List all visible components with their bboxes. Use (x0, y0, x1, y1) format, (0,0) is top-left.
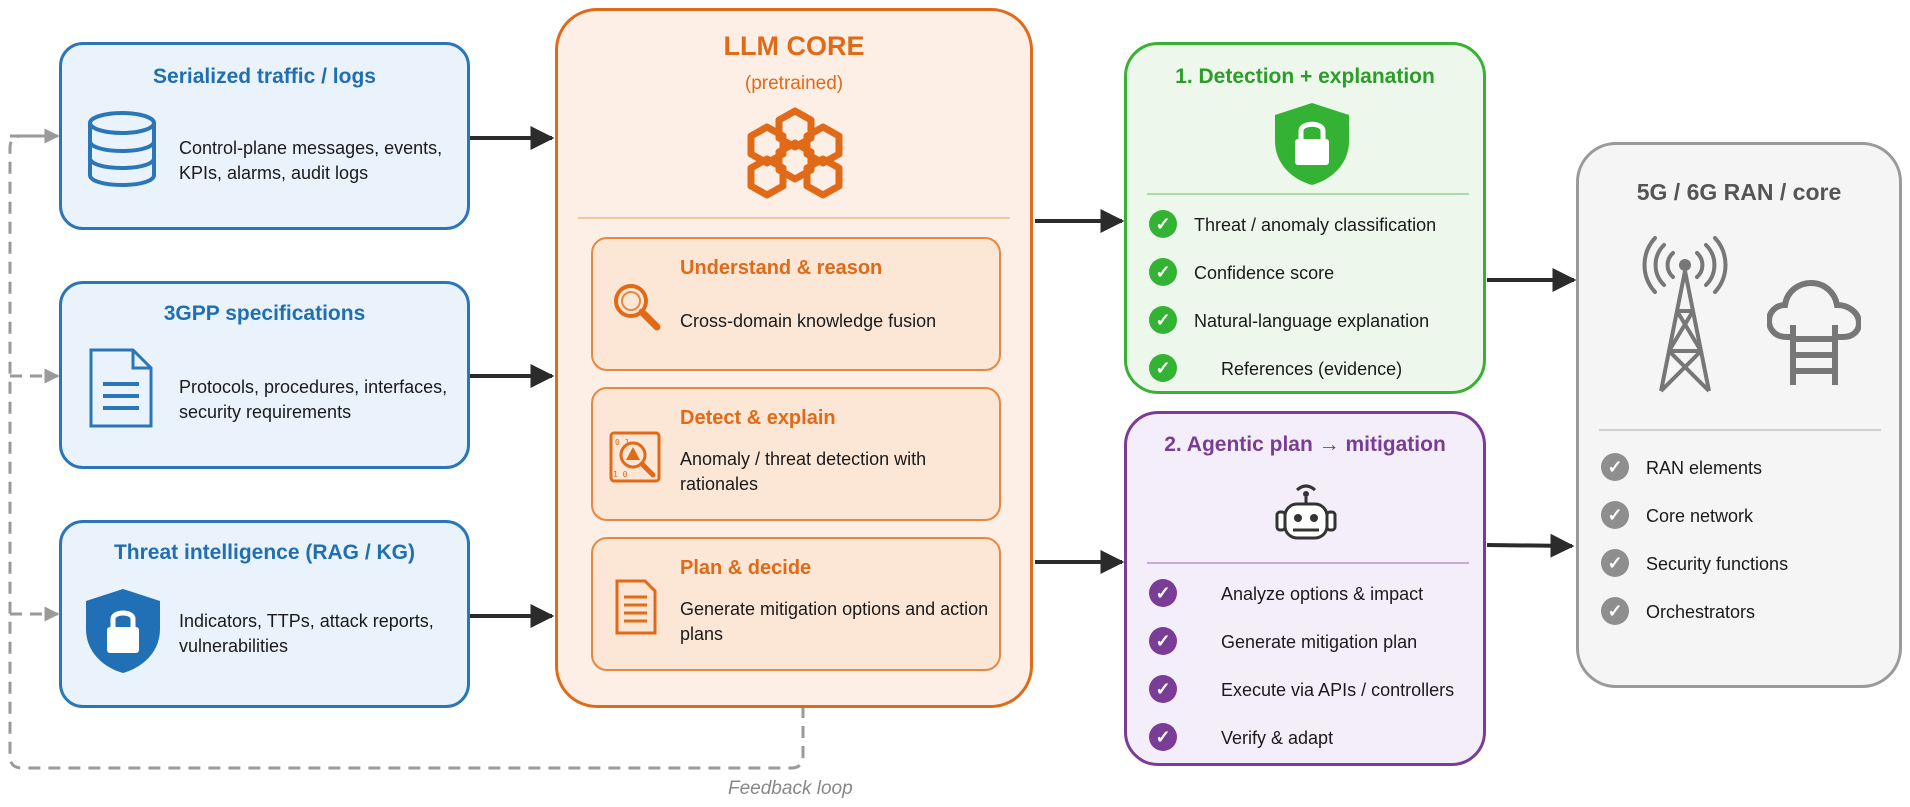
stage-description: Anomaly / threat detection with rational… (680, 449, 927, 494)
input-title: 3GPP specifications (163, 302, 366, 325)
stage-detect: Detect & explain 0 1 1 0 Anomaly / threa… (591, 387, 1001, 521)
svg-text:1 0: 1 0 (613, 470, 628, 479)
check-icon: ✓ (1601, 597, 1629, 625)
network-item: Orchestrators (1646, 602, 1756, 622)
agentic-item: Execute via APIs / controllers (1221, 680, 1455, 700)
green-shield-lock-icon (1275, 103, 1349, 185)
check-icon: ✓ (1149, 210, 1177, 238)
input-title: Serialized traffic / logs (153, 65, 376, 88)
neural-network-icon (747, 107, 843, 199)
agentic-box: 2. Agentic plan → mitigation ✓ Analyze o… (1124, 411, 1486, 766)
stage-title: Understand & reason (680, 257, 883, 279)
stage-description: Generate mitigation options and action p… (680, 599, 989, 644)
plan-document-icon (615, 579, 657, 635)
input-box-specifications: 3GPP specifications Protocols, procedure… (59, 281, 470, 469)
detection-item: Confidence score (1194, 263, 1335, 283)
detection-item: Threat / anomaly classification (1194, 215, 1437, 235)
stage-title: Detect & explain (680, 407, 836, 429)
network-item: Core network (1646, 506, 1754, 526)
feedback-loop-line (8, 134, 805, 770)
llm-core-title: LLM CORE (723, 31, 865, 61)
document-icon (89, 348, 153, 428)
input-box-threat-intel: Threat intelligence (RAG / KG) Indicator… (59, 520, 470, 708)
input-description: Control-plane messages, events, KPIs, al… (179, 138, 443, 183)
detection-box: 1. Detection + explanation ✓ Threat / an… (1124, 42, 1486, 394)
agentic-divider (1147, 562, 1469, 564)
stage-understand: Understand & reason Cross-domain knowled… (591, 237, 1001, 371)
input-description: Indicators, TTPs, attack reports, vulner… (179, 611, 434, 656)
check-icon: ✓ (1149, 258, 1177, 286)
detection-divider (1147, 193, 1469, 195)
agentic-item: Analyze options & impact (1221, 584, 1424, 604)
network-item: Security functions (1646, 554, 1789, 574)
llm-core-subtitle: (pretrained) (744, 73, 844, 94)
agentic-title: 2. Agentic plan → mitigation (1164, 433, 1446, 456)
check-icon: ✓ (1601, 549, 1629, 577)
check-icon: ✓ (1601, 453, 1629, 481)
llm-core-box: LLM CORE (pretrained) Understand & reaso… (555, 8, 1033, 708)
network-title: 5G / 6G RAN / core (1636, 179, 1842, 205)
robot-icon (1275, 484, 1337, 540)
detection-title: 1. Detection + explanation (1175, 65, 1435, 88)
check-icon: ✓ (1149, 354, 1177, 382)
stage-plan: Plan & decide Generate mitigation option… (591, 537, 1001, 671)
stage-title: Plan & decide (680, 557, 812, 579)
check-icon: ✓ (1149, 306, 1177, 334)
threat-scan-icon: 0 1 1 0 (609, 431, 661, 483)
input-title: Threat intelligence (RAG / KG) (113, 541, 416, 564)
antenna-tower-icon (1642, 236, 1728, 393)
check-icon: ✓ (1149, 723, 1177, 751)
check-icon: ✓ (1601, 501, 1629, 529)
svg-text:0 1: 0 1 (615, 438, 630, 447)
check-icon: ✓ (1149, 579, 1177, 607)
shield-lock-icon (86, 589, 160, 673)
input-description: Protocols, procedures, interfaces, secur… (179, 377, 448, 422)
network-divider (1599, 429, 1881, 431)
arrow-agentic-to-network (1486, 533, 1575, 558)
core-divider (578, 217, 1010, 219)
check-icon: ✓ (1149, 675, 1177, 703)
feedback-loop-label: Feedback loop (728, 778, 853, 799)
agentic-item: Generate mitigation plan (1221, 632, 1418, 652)
cloud-server-icon (1767, 279, 1861, 385)
detection-item: Natural-language explanation (1194, 311, 1430, 331)
detection-item: References (evidence) (1221, 359, 1403, 379)
agentic-item: Verify & adapt (1221, 728, 1334, 748)
input-box-traffic: Serialized traffic / logs Control-plane … (59, 42, 470, 230)
stage-description: Cross-domain knowledge fusion (680, 311, 937, 331)
network-box: 5G / 6G RAN / core (1576, 142, 1902, 688)
network-item: RAN elements (1646, 458, 1763, 478)
check-icon: ✓ (1149, 627, 1177, 655)
database-icon (88, 111, 156, 187)
magnifier-icon (614, 284, 661, 331)
